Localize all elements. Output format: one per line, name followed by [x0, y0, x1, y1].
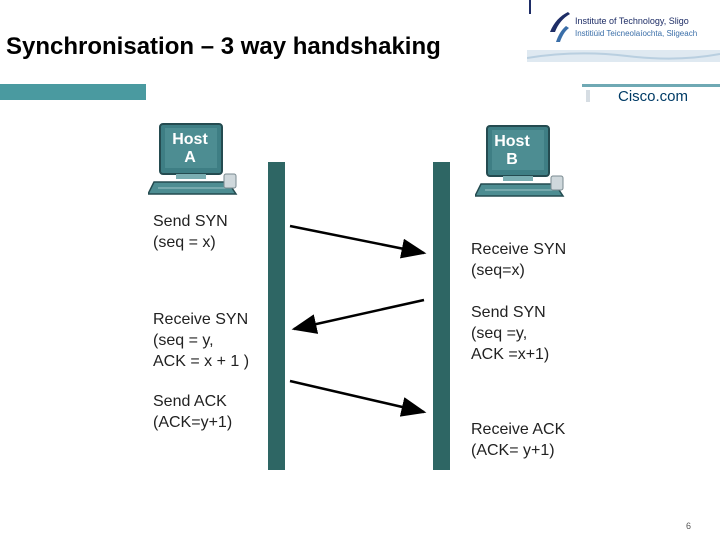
title-accent-bar: [0, 84, 146, 100]
syn-ack-arrow: [291, 298, 425, 334]
swoosh-icon: [550, 12, 570, 42]
page-number: 6: [686, 521, 692, 531]
host-a-send-ack: Send ACK (ACK=y+1): [153, 393, 233, 431]
computer-icon: [148, 123, 238, 195]
host-a-timeline: [268, 162, 285, 470]
cisco-bullet-icon: [586, 90, 590, 102]
host-b-receive-ack: Receive ACK (ACK= y+1): [471, 421, 566, 459]
host-b-receive-syn: Receive SYN (seq=x): [471, 241, 567, 279]
page-title: Synchronisation – 3 way handshaking: [6, 33, 441, 60]
host-b-send-syn: Send SYN (seq =y, ACK =x+1): [471, 304, 550, 363]
host-a-label: Host A: [172, 131, 208, 166]
cisco-logo-text: Cisco.com: [618, 88, 689, 105]
host-b-timeline: [433, 162, 450, 470]
logo-text-english: Institute of Technology, Sligo: [575, 16, 689, 26]
host-a-receive-syn: Receive SYN (seq = y, ACK = x + 1 ): [153, 311, 250, 370]
host-a-send-syn: Send SYN (seq = x): [153, 213, 228, 251]
syn-arrow: [289, 224, 427, 259]
logo-mark: [529, 0, 531, 14]
host-b-label: Host B: [494, 133, 530, 168]
computer-icon: [475, 125, 565, 197]
header-accent-line: [582, 84, 720, 87]
ack-arrow: [289, 379, 427, 417]
logo-wave-graphic: [527, 50, 720, 62]
logo-text-irish: Institiúid Teicneolaíochta, Sligeach: [575, 29, 698, 38]
